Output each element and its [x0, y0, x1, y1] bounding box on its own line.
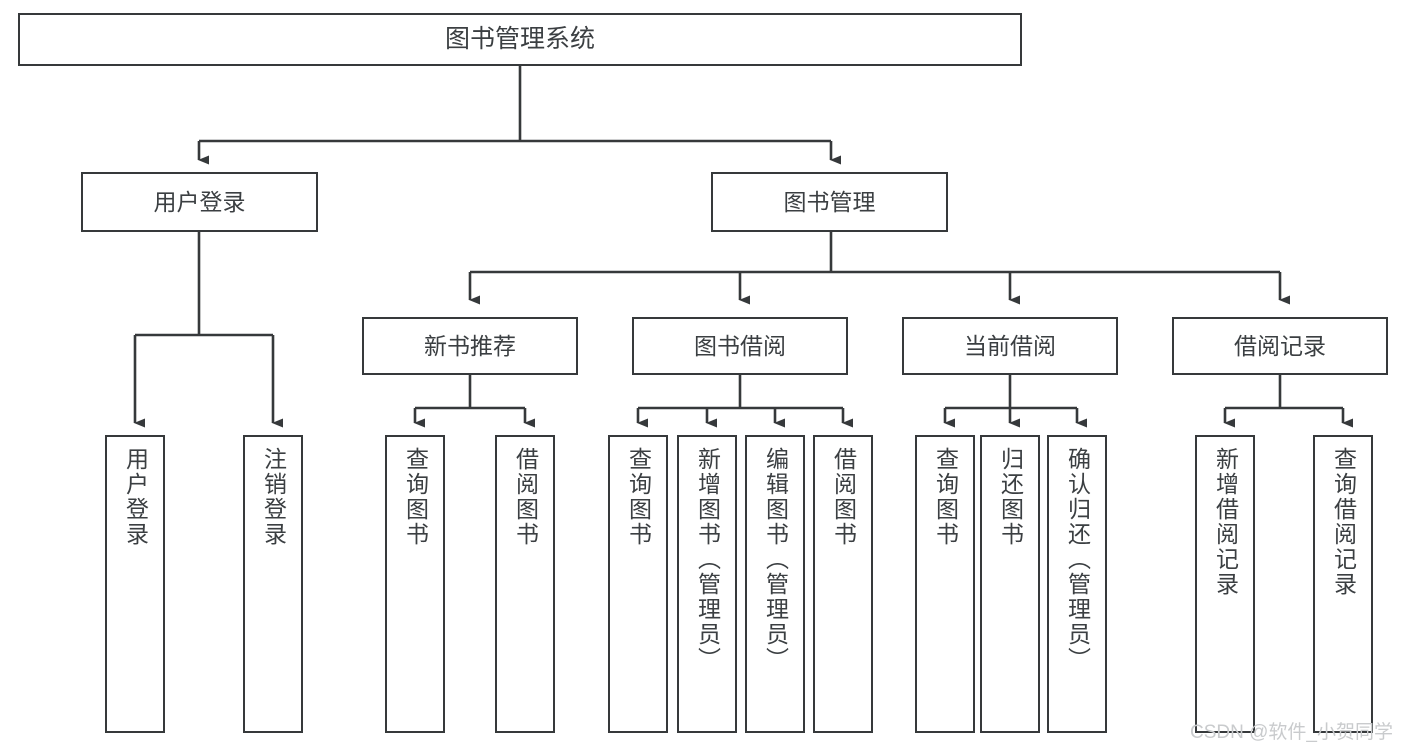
node-label: 确认归还（管理员）	[1064, 447, 1091, 672]
node-label: 用户登录	[122, 447, 149, 547]
node-new-book-recommend[interactable]: 新书推荐	[362, 317, 578, 375]
leaf-borrow-query-book[interactable]: 查询图书	[608, 435, 668, 733]
node-label: 新增图书（管理员）	[694, 447, 721, 672]
node-label: 归还图书	[997, 447, 1024, 547]
node-label: 查询图书	[402, 447, 429, 547]
node-book-management[interactable]: 图书管理	[711, 172, 948, 232]
leaf-current-return-book[interactable]: 归还图书	[980, 435, 1040, 733]
node-label: 图书管理系统	[444, 25, 595, 54]
leaf-record-query-record[interactable]: 查询借阅记录	[1313, 435, 1373, 733]
node-label: 注销登录	[260, 447, 287, 547]
node-label: 图书管理	[783, 188, 876, 215]
node-label: 图书借阅	[694, 332, 786, 359]
node-label: 借阅图书	[512, 447, 539, 547]
node-label: 新书推荐	[424, 332, 516, 359]
leaf-borrow-edit-book-admin[interactable]: 编辑图书（管理员）	[745, 435, 805, 733]
leaf-new-book-query[interactable]: 查询图书	[385, 435, 445, 733]
watermark: CSDN @软件_小贺同学	[1190, 722, 1393, 743]
node-label: 借阅图书	[830, 447, 857, 547]
leaf-borrow-add-book-admin[interactable]: 新增图书（管理员）	[677, 435, 737, 733]
node-label: 新增借阅记录	[1212, 447, 1239, 597]
node-label: 编辑图书（管理员）	[762, 447, 789, 672]
node-book-borrow[interactable]: 图书借阅	[632, 317, 848, 375]
node-current-borrow[interactable]: 当前借阅	[902, 317, 1118, 375]
node-label: 当前借阅	[964, 332, 1056, 359]
leaf-record-add-record[interactable]: 新增借阅记录	[1195, 435, 1255, 733]
leaf-current-confirm-return-admin[interactable]: 确认归还（管理员）	[1047, 435, 1107, 733]
leaf-borrow-borrow-book[interactable]: 借阅图书	[813, 435, 873, 733]
node-root-system[interactable]: 图书管理系统	[18, 13, 1022, 66]
node-borrow-record[interactable]: 借阅记录	[1172, 317, 1388, 375]
node-label: 查询借阅记录	[1330, 447, 1357, 597]
node-label: 查询图书	[625, 447, 652, 547]
leaf-current-query-book[interactable]: 查询图书	[915, 435, 975, 733]
node-label: 用户登录	[153, 188, 246, 215]
leaf-user-login-logout[interactable]: 注销登录	[243, 435, 303, 733]
node-user-login[interactable]: 用户登录	[81, 172, 318, 232]
node-label: 借阅记录	[1234, 332, 1326, 359]
leaf-new-book-borrow[interactable]: 借阅图书	[495, 435, 555, 733]
leaf-user-login-login[interactable]: 用户登录	[105, 435, 165, 733]
node-label: 查询图书	[932, 447, 959, 547]
